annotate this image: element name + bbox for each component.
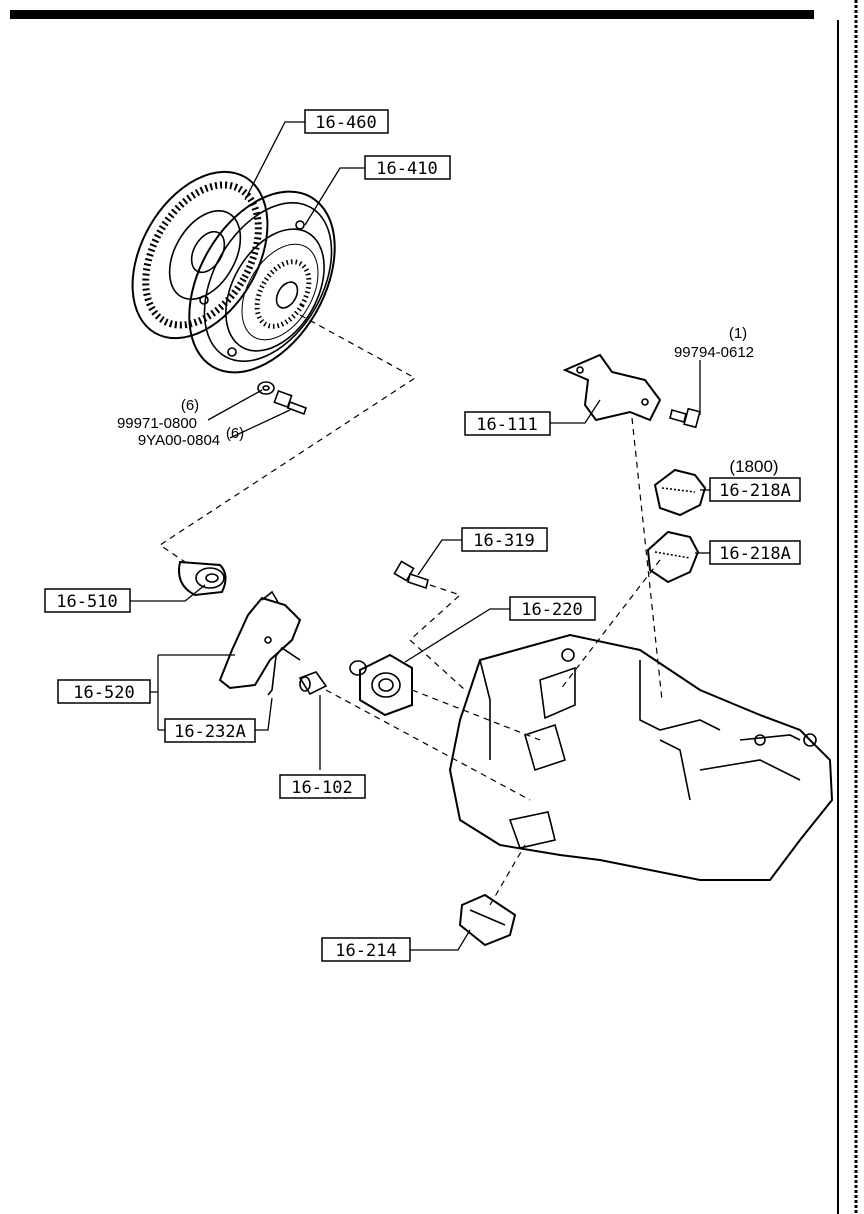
top-border-bar [10, 10, 814, 19]
svg-text:16-111: 16-111 [476, 415, 537, 435]
svg-text:16-460: 16-460 [315, 113, 376, 133]
cover-plate [349, 653, 413, 717]
bolt-bracket-part-number[interactable]: 99794-0612 [674, 344, 754, 361]
callout-16-520[interactable]: 16-520 [57, 679, 151, 704]
washer-part-number[interactable]: 99971-0800 [117, 415, 197, 432]
callout-16-102[interactable]: 16-102 [279, 774, 366, 799]
bracket [562, 353, 662, 422]
dashed-leader-214 [489, 844, 526, 906]
bolt-99794 [669, 407, 701, 429]
bottom-cover [458, 893, 517, 947]
dashed-leader-319 [409, 584, 466, 691]
svg-text:16-220: 16-220 [521, 600, 582, 620]
dashed-leader-mounts [559, 417, 663, 701]
engine-variant-note: (1800) [729, 457, 778, 476]
release-fork [218, 590, 302, 690]
svg-text:16-510: 16-510 [56, 592, 117, 612]
mount-lower [646, 530, 700, 584]
washer-99971 [257, 381, 275, 395]
transmission-case [448, 633, 834, 881]
bolt-16-319 [393, 560, 429, 590]
callout-16-220[interactable]: 16-220 [509, 596, 596, 621]
dashed-leader-220 [411, 689, 541, 741]
svg-text:16-520: 16-520 [73, 683, 134, 703]
callout-16-218a-lower[interactable]: 16-218A [709, 540, 801, 565]
svg-text:16-218A: 16-218A [719, 481, 791, 501]
pressure-plate [188, 190, 336, 374]
release-bearing [178, 560, 227, 597]
callout-16-510[interactable]: 16-510 [44, 588, 131, 613]
bolt-9ya00 [273, 389, 308, 416]
bolt-clutch-part-number[interactable]: 9YA00-0804 [138, 432, 220, 449]
svg-text:16-232A: 16-232A [174, 722, 246, 742]
clutch-disc [131, 170, 269, 340]
callout-16-319[interactable]: 16-319 [461, 527, 548, 552]
callout-16-460[interactable]: 16-460 [304, 109, 389, 134]
svg-text:16-214: 16-214 [335, 941, 396, 961]
mount-upper [653, 468, 707, 517]
dashed-leader-102 [325, 689, 531, 801]
dashed-leader-clutch [158, 314, 417, 563]
release-spring [267, 646, 301, 696]
callout-16-410[interactable]: 16-410 [364, 155, 451, 180]
callout-16-232a[interactable]: 16-232A [164, 718, 256, 743]
qty-bolt-clutch: (6) [226, 425, 244, 442]
callout-16-218a-upper[interactable]: 16-218A [709, 477, 801, 502]
svg-text:16-102: 16-102 [291, 778, 352, 798]
pivot-pin [298, 671, 328, 696]
qty-bolt-bracket: (1) [729, 325, 747, 342]
qty-washer: (6) [181, 397, 199, 414]
svg-text:16-218A: 16-218A [719, 544, 791, 564]
callout-16-214[interactable]: 16-214 [321, 937, 411, 962]
svg-text:16-319: 16-319 [473, 531, 534, 551]
svg-text:16-410: 16-410 [376, 159, 437, 179]
callout-16-111[interactable]: 16-111 [464, 411, 551, 436]
leader-lines [130, 121, 710, 951]
